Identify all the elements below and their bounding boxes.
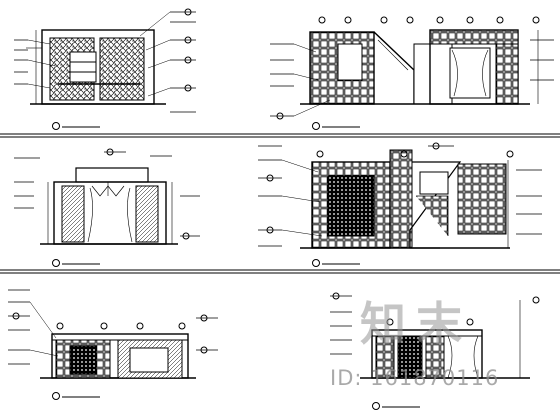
elevation-panel-3 [14,148,200,267]
elevation-panel-1 [14,8,196,130]
elevation-panel-2 [270,16,554,130]
sheet-separators [0,133,560,274]
elevation-panel-4 [258,142,542,267]
elevation-panel-5 [8,289,218,400]
elevation-panel-6 [330,292,540,410]
watermark-id: ID: 161870116 [330,366,500,390]
watermark-logo: 知末 [360,297,472,351]
